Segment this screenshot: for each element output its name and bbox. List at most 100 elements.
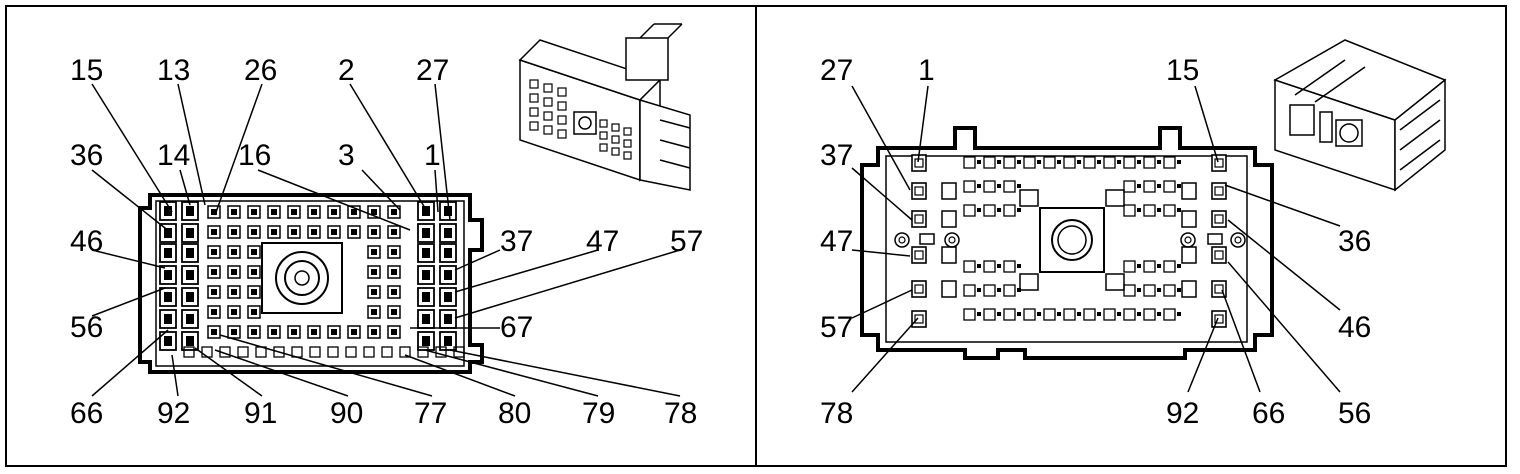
pin-cavity-small <box>1163 260 1176 273</box>
pin-contact-small <box>1017 208 1021 212</box>
callout-26: 26 <box>244 54 277 87</box>
callout-2: 2 <box>338 54 355 87</box>
pin-contact <box>444 206 452 216</box>
pin-cavity-small <box>983 156 996 169</box>
pin-cavity <box>1211 182 1227 200</box>
callout-91: 91 <box>244 397 277 430</box>
pin-contact-small <box>1157 160 1161 164</box>
callout-57: 57 <box>820 311 853 344</box>
pin-contact-small <box>1057 160 1061 164</box>
callout-36: 36 <box>70 139 103 172</box>
sketch-pin <box>557 115 567 125</box>
pin-cavity <box>911 210 927 228</box>
pin-contact <box>444 248 452 258</box>
sketch-pin <box>623 139 632 148</box>
callout-16: 16 <box>238 139 271 172</box>
pin-cavity-small <box>1123 204 1136 217</box>
pin-contact-small <box>331 329 337 335</box>
pin-cavity-small <box>1023 308 1036 321</box>
pin-cavity-small <box>963 284 976 297</box>
pin-cavity <box>941 182 957 200</box>
pin-cavity-small <box>1023 156 1036 169</box>
pin-cavity-small <box>347 225 361 239</box>
right-pin-cavities <box>894 154 1246 328</box>
pin-cavity-small <box>435 346 447 358</box>
callout-46: 46 <box>1338 311 1371 344</box>
pin-cavity-small <box>287 325 301 339</box>
pin-contact <box>422 228 430 238</box>
pin-contact-small <box>211 289 217 295</box>
pin-cavity-small <box>1123 308 1136 321</box>
pin-cavity-small <box>347 325 361 339</box>
pin-contact-small <box>1137 160 1141 164</box>
pin-cavity-small <box>387 305 401 319</box>
pin-contact-small <box>211 309 217 315</box>
pin-cavity-small <box>267 205 281 219</box>
pin-contact <box>1214 284 1224 294</box>
pin-cavity-small <box>417 346 429 358</box>
pin-cavity-small <box>963 260 976 273</box>
pin-cavity-small <box>387 225 401 239</box>
pin-contact-small <box>311 229 317 235</box>
pin-cavity-small <box>367 305 381 319</box>
callout-37: 37 <box>500 225 533 258</box>
pin-cavity-small <box>227 205 241 219</box>
pin-contact-small <box>391 309 397 315</box>
sketch-pin <box>543 97 553 107</box>
pin-contact-small <box>231 229 237 235</box>
callout-56: 56 <box>1338 397 1371 430</box>
pin-cavity <box>1181 210 1197 228</box>
pin-cavity-small <box>367 205 381 219</box>
pin-contact-small <box>371 309 377 315</box>
pin-cavity-small <box>309 346 321 358</box>
pin-contact <box>914 314 924 324</box>
pin-contact-small <box>371 329 377 335</box>
pin-cavity-small <box>227 325 241 339</box>
pin-cavity-small <box>247 285 261 299</box>
key-slot <box>1207 233 1223 245</box>
pin-contact-small <box>251 229 257 235</box>
pin-contact-small <box>1037 160 1041 164</box>
pin-cavity-small <box>247 225 261 239</box>
pin-cavity-small <box>327 205 341 219</box>
pin-cavity-small <box>247 305 261 319</box>
pin-contact-small <box>1117 312 1121 316</box>
pin-contact-small <box>1177 160 1181 164</box>
callout-27: 27 <box>416 54 449 87</box>
pin-cavity-small <box>1003 156 1016 169</box>
sketch-pin <box>529 107 539 117</box>
pin-contact-small <box>391 269 397 275</box>
pin-contact <box>444 314 452 324</box>
pin-cavity-small <box>381 346 393 358</box>
pin-contact <box>164 270 172 280</box>
pin-cavity-small <box>963 156 976 169</box>
pin-cavity-small <box>307 225 321 239</box>
pin-cavity-small <box>247 325 261 339</box>
pin-contact-small <box>1177 264 1181 268</box>
right-panel: 27 1 15 37 36 47 46 57 56 78 92 66 <box>820 39 1447 430</box>
sketch-pin <box>557 129 567 139</box>
alignment-hole-inner <box>898 236 906 244</box>
pin-cavity-small <box>1163 204 1176 217</box>
pin-contact-small <box>291 209 297 215</box>
pin-cavity-small <box>247 245 261 259</box>
pin-contact-small <box>1157 208 1161 212</box>
pin-cavity-small <box>1163 308 1176 321</box>
pin-contact <box>164 228 172 238</box>
pin-cavity-small <box>347 205 361 219</box>
pin-cavity-small <box>345 346 357 358</box>
pin-contact <box>164 292 172 302</box>
pin-contact-small <box>231 209 237 215</box>
left-center-jack <box>261 242 343 314</box>
pin-cavity <box>941 210 957 228</box>
pin-cavity-small <box>387 245 401 259</box>
pin-contact-small <box>311 209 317 215</box>
callout-13: 13 <box>157 54 190 87</box>
callout-27: 27 <box>820 54 853 87</box>
pin-contact-small <box>331 209 337 215</box>
pin-cavity-small <box>453 346 465 358</box>
alignment-hole-inner <box>948 236 956 244</box>
pin-contact-small <box>1177 184 1181 188</box>
callout-90: 90 <box>330 397 363 430</box>
left-panel: 15 13 26 2 27 36 14 16 3 1 46 37 47 57 5… <box>70 23 703 430</box>
